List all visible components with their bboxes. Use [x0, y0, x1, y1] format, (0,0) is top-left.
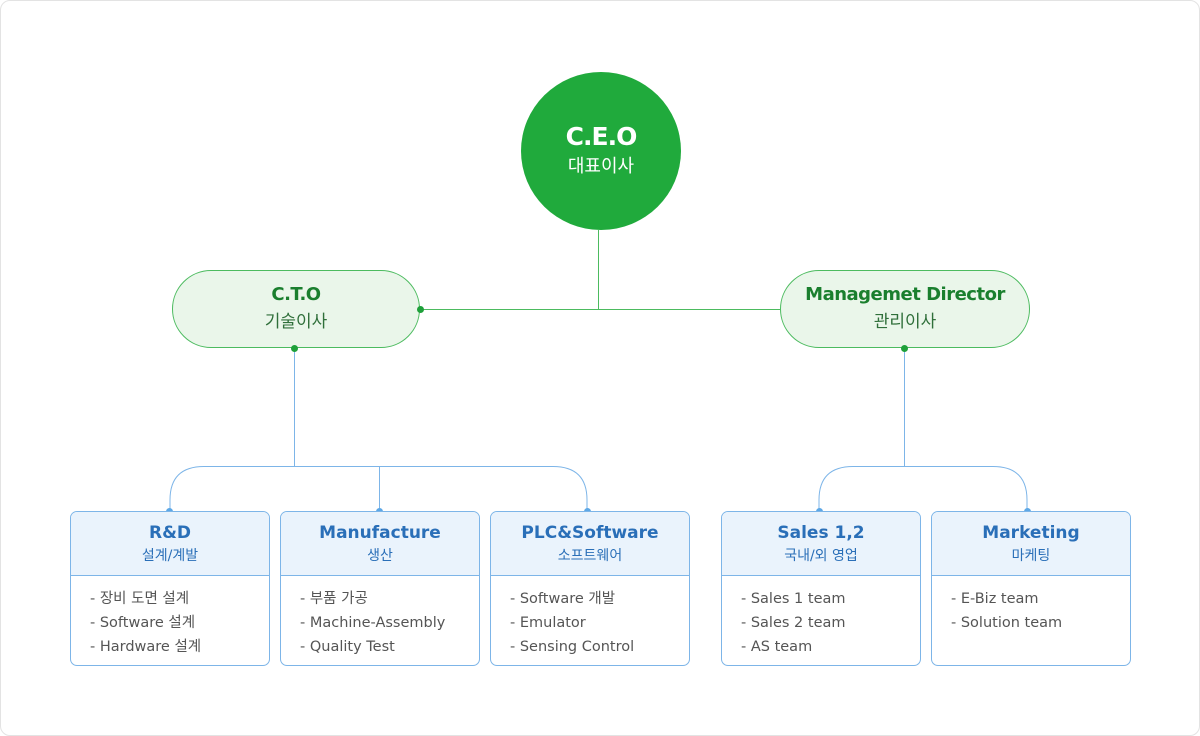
team-task-list: Sales 1 team Sales 2 team AS team [722, 576, 920, 659]
team-card-rnd: R&D 설계/계발 장비 도면 설계 Software 설계 Hardware … [70, 511, 270, 666]
list-item: 부품 가공 [300, 587, 479, 611]
ceo-node: C.E.O 대표이사 [521, 72, 681, 230]
mgmt-title: Managemet Director [805, 284, 1005, 305]
ceo-title: C.E.O [565, 122, 638, 151]
mgmt-bracket [818, 466, 1028, 511]
list-item: E-Biz team [951, 587, 1130, 611]
list-item: Sensing Control [510, 635, 689, 659]
team-subtitle: 소프트웨어 [557, 547, 623, 564]
team-card-sales: Sales 1,2 국내/외 영업 Sales 1 team Sales 2 t… [721, 511, 921, 666]
cto-bracket [169, 466, 588, 511]
list-item: Quality Test [300, 635, 479, 659]
list-item: Hardware 설계 [90, 635, 269, 659]
team-card-header: Sales 1,2 국내/외 영업 [722, 512, 920, 576]
team-card-header: R&D 설계/계발 [71, 512, 269, 576]
list-item: Sales 2 team [741, 611, 920, 635]
list-item: Emulator [510, 611, 689, 635]
team-subtitle: 생산 [367, 547, 393, 564]
list-item: Machine-Assembly [300, 611, 479, 635]
team-card-header: Marketing 마케팅 [932, 512, 1130, 576]
team-task-list: 장비 도면 설계 Software 설계 Hardware 설계 [71, 576, 269, 659]
cto-right-dot [417, 306, 424, 313]
list-item: Solution team [951, 611, 1130, 635]
cto-bottom-dot [291, 345, 298, 352]
list-item: AS team [741, 635, 920, 659]
team-subtitle: 설계/계발 [141, 547, 199, 564]
team-title: Sales 1,2 [777, 522, 865, 543]
list-item: Software 설계 [90, 611, 269, 635]
list-item: 장비 도면 설계 [90, 587, 269, 611]
team-card-manufacture: Manufacture 생산 부품 가공 Machine-Assembly Qu… [280, 511, 480, 666]
mgmt-bottom-dot [901, 345, 908, 352]
team-card-header: Manufacture 생산 [281, 512, 479, 576]
team-title: R&D [148, 522, 192, 543]
list-item: Sales 1 team [741, 587, 920, 611]
mgmt-subtitle: 관리이사 [873, 312, 937, 332]
team-title: Manufacture [319, 522, 441, 543]
team-card-header: PLC&Software 소프트웨어 [491, 512, 689, 576]
team-task-list: E-Biz team Solution team [932, 576, 1130, 635]
list-item: Software 개발 [510, 587, 689, 611]
team-task-list: 부품 가공 Machine-Assembly Quality Test [281, 576, 479, 659]
team-subtitle: 마케팅 [1011, 547, 1051, 564]
team-subtitle: 국내/외 영업 [784, 547, 858, 564]
team-title: PLC&Software [521, 522, 659, 543]
cto-subtitle: 기술이사 [264, 312, 328, 332]
team-card-plc-software: PLC&Software 소프트웨어 Software 개발 Emulator … [490, 511, 690, 666]
team-card-marketing: Marketing 마케팅 E-Biz team Solution team [931, 511, 1131, 666]
team-task-list: Software 개발 Emulator Sensing Control [491, 576, 689, 659]
cto-title: C.T.O [271, 284, 321, 305]
ceo-subtitle: 대표이사 [567, 156, 635, 177]
cto-node: C.T.O 기술이사 [172, 270, 420, 348]
team-title: Marketing [982, 522, 1080, 543]
mgmt-director-node: Managemet Director 관리이사 [780, 270, 1030, 348]
